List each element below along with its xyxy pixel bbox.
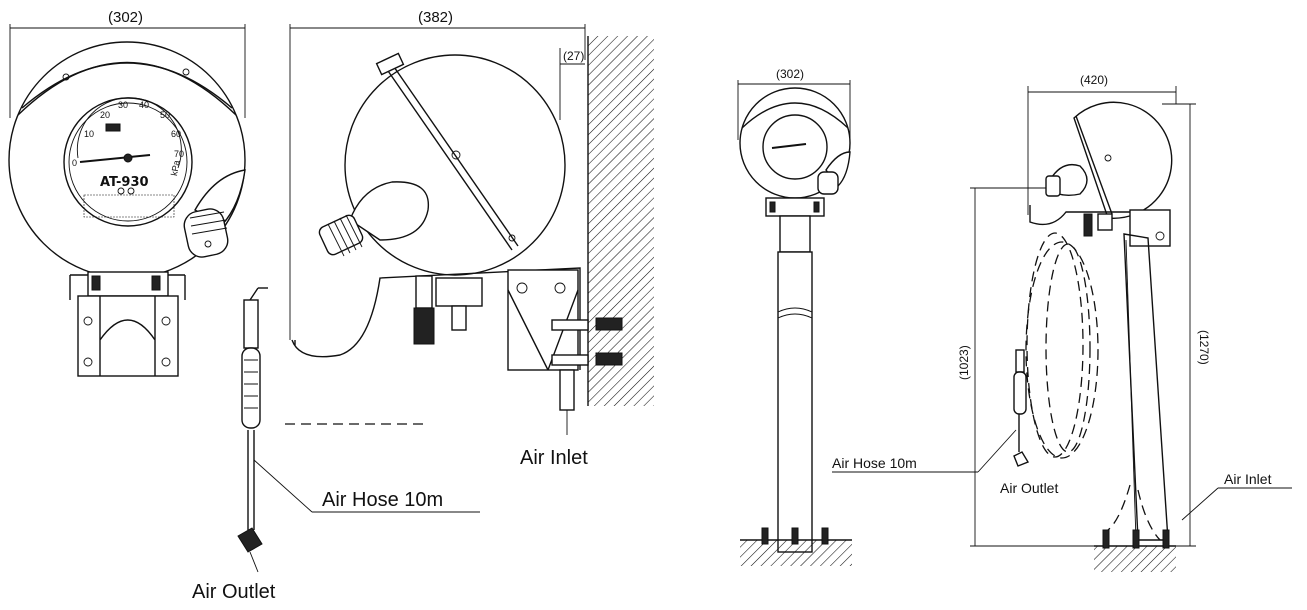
air-inlet-label-stand: Air Inlet xyxy=(1224,471,1272,487)
callout-air-inlet-stand: Air Inlet xyxy=(1181,471,1292,521)
dimension-offset: (27) xyxy=(559,48,585,120)
dim-label: (1023) xyxy=(957,345,971,380)
dim-label: (1270) xyxy=(1197,330,1211,365)
scale-label: 20 xyxy=(100,110,110,120)
scale-label: 60 xyxy=(171,129,181,139)
scale-label: 50 xyxy=(160,110,170,120)
unit-label: kPa xyxy=(169,160,182,177)
callout-air-hose: Air Hose 10m xyxy=(253,459,480,513)
front-stand-view: (302) xyxy=(737,67,852,566)
air-outlet-label-stand: Air Outlet xyxy=(1000,480,1058,496)
rewind-knob-side xyxy=(318,181,430,257)
dim-label: (302) xyxy=(776,67,804,81)
front-wall-view: (302) 10 20 30 40 50 60 70 0 kPa AT-930 xyxy=(8,9,246,377)
wall-bracket xyxy=(69,271,186,377)
air-hose-label: Air Hose 10m xyxy=(322,489,443,511)
dimension-width-front-wall: (302) xyxy=(9,9,246,118)
gauge-model: AT-930 xyxy=(100,175,149,190)
pressure-gauge: 10 20 30 40 50 60 70 0 kPa AT-930 xyxy=(63,97,193,227)
dimension-width-side-stand: (420) xyxy=(1027,73,1177,215)
dimension-width-front-stand: (302) xyxy=(737,67,851,140)
air-gun-stand xyxy=(1013,349,1030,467)
dim-label: (302) xyxy=(108,9,143,26)
scale-label: 40 xyxy=(139,100,149,110)
dimension-height-hose: (1023) xyxy=(957,187,1096,547)
dim-label: (27) xyxy=(563,49,584,63)
dim-label: (382) xyxy=(418,9,453,26)
air-outlet-label: Air Outlet xyxy=(192,581,276,603)
scale-label: 10 xyxy=(84,129,94,139)
dimension-width-side-wall: (382) xyxy=(289,9,586,340)
scale-label: 0 xyxy=(72,158,77,168)
callout-air-hose-stand: Air Hose 10m xyxy=(832,429,1017,473)
rewind-knob xyxy=(183,169,246,258)
air-inlet-label: Air Inlet xyxy=(520,447,588,469)
reel-drum xyxy=(344,54,566,276)
dimension-height-total: (1270) xyxy=(1162,103,1211,547)
wall xyxy=(588,36,654,406)
side-stand-view: (420) (1270) (1023) xyxy=(832,73,1292,572)
car-icon xyxy=(105,123,121,132)
air-hose-label-stand: Air Hose 10m xyxy=(832,455,917,471)
scale-label: 30 xyxy=(118,100,128,110)
dim-label: (420) xyxy=(1080,73,1108,87)
side-wall-view: (382) (27) xyxy=(192,9,654,603)
scale-label: 70 xyxy=(174,149,184,159)
gauge-needle xyxy=(79,154,151,163)
air-hose-gun xyxy=(237,287,268,573)
